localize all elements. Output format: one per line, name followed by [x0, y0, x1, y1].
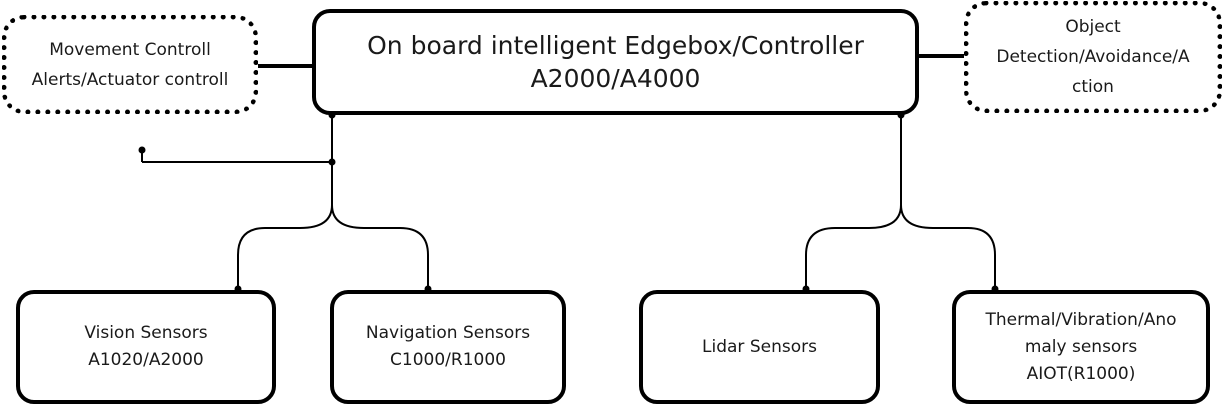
- node-text-line: ction: [1072, 77, 1114, 97]
- thermal-sensors-node: Thermal/Vibration/Ano maly sensors AIOT(…: [952, 290, 1210, 404]
- node-text-line: A2000/A4000: [530, 64, 701, 93]
- node-text-line: Navigation Sensors: [365, 323, 531, 343]
- lidar-sensors-node: Lidar Sensors: [639, 290, 880, 404]
- object-detection-node: Object Detection/Avoidance/A ction: [964, 1, 1222, 113]
- edgebox-controller-node: On board intelligent Edgebox/Controller …: [312, 9, 919, 115]
- node-text-line: Lidar Sensors: [702, 336, 817, 357]
- node-text-line: Vision Sensors: [84, 323, 208, 343]
- navigation-sensors-node: Navigation Sensors C1000/R1000: [330, 290, 566, 404]
- node-text-line: maly sensors: [1024, 336, 1138, 357]
- node-text-line: A1020/A2000: [88, 350, 204, 370]
- node-text-line: Object: [1065, 17, 1121, 37]
- node-text-line: AIOT(R1000): [1026, 363, 1136, 384]
- node-text-line: Movement Controll: [49, 39, 211, 60]
- node-text-line: Detection/Avoidance/A: [996, 47, 1190, 67]
- vision-sensors-node: Vision Sensors A1020/A2000: [16, 290, 276, 404]
- node-text-line: C1000/R1000: [390, 350, 506, 370]
- node-text-line: On board intelligent Edgebox/Controller: [367, 31, 864, 60]
- node-text-line: Alerts/Actuator controll: [31, 69, 229, 90]
- movement-alert-node: Movement Controll Alerts/Actuator contro…: [2, 15, 258, 114]
- node-text-line: Thermal/Vibration/Ano: [985, 309, 1177, 330]
